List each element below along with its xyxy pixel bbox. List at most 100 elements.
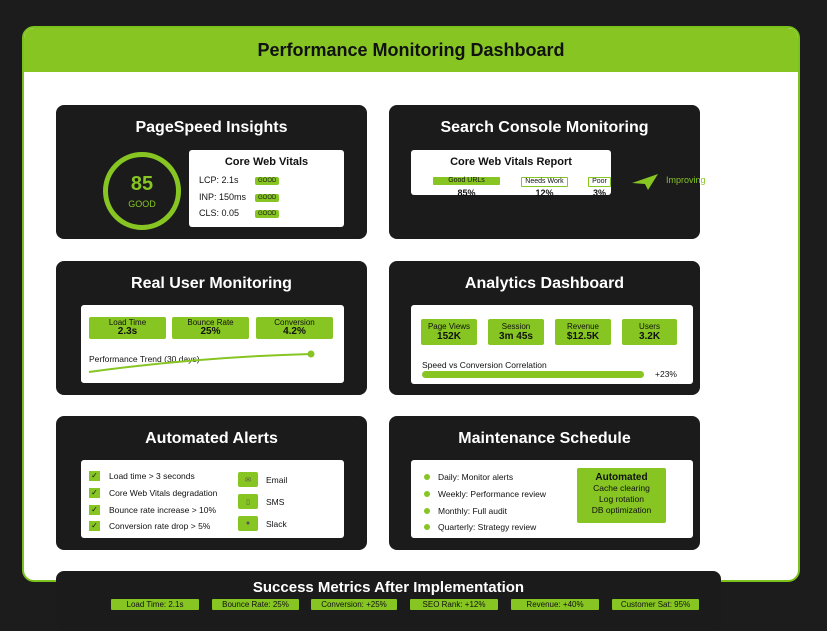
metric-value: 4.2% — [283, 326, 306, 337]
metric-value: $12.5K — [566, 331, 600, 342]
metric-value: 25% — [200, 326, 221, 337]
schedule-item: Daily: Monitor alerts — [424, 472, 513, 482]
schedule-label: Monthly: Full audit — [438, 506, 507, 516]
metric-session: Session 3m 45s — [488, 319, 544, 345]
pagespeed-card[interactable]: PageSpeed Insights 85 GOOD Core Web Vita… — [56, 105, 367, 239]
metric-value: 152K — [437, 331, 461, 342]
metric-label: Revenue — [566, 322, 600, 331]
metric-conversion: Conversion 4.2% — [256, 317, 333, 339]
vital-lcp: LCP: 2.1s GOOD — [199, 175, 280, 185]
metric-label: Load Time — [108, 318, 147, 327]
correlation-value: +23% — [655, 369, 677, 379]
channel-sms[interactable]: ▯ SMS — [238, 494, 284, 509]
status-badge: GOOD — [255, 177, 280, 185]
search-console-title: Search Console Monitoring — [440, 119, 649, 136]
bullet-icon — [424, 474, 430, 480]
phone-icon: ▯ — [238, 494, 258, 509]
score-label: GOOD — [128, 199, 156, 209]
alert-rule[interactable]: ✓ Conversion rate drop > 5% — [89, 521, 210, 531]
alert-rule[interactable]: ✓ Load time > 3 seconds — [89, 471, 195, 481]
metric-label: Bounce Rate — [187, 318, 234, 327]
vital-label: LCP: 2.1s — [199, 175, 239, 185]
success-metric: Bounce Rate: 25% — [212, 599, 299, 610]
alert-rule-label: Conversion rate drop > 5% — [109, 521, 211, 531]
metric-load-time: Load Time 2.3s — [89, 317, 166, 339]
pagespeed-title: PageSpeed Insights — [135, 119, 288, 136]
channel-label: Email — [266, 474, 288, 485]
success-metric: SEO Rank: +12% — [410, 599, 498, 610]
channel-slack[interactable]: ●Slack — [238, 516, 287, 531]
search-console-card[interactable]: Search Console Monitoring Core Web Vital… — [389, 105, 706, 239]
metric-bounce-rate: Bounce Rate 25% — [172, 317, 249, 339]
needs-work-value: 12% — [535, 188, 554, 198]
metric-value: 3m 45s — [499, 331, 533, 342]
success-metric: Conversion: +25% — [311, 599, 397, 610]
email-icon: ✉ — [238, 472, 258, 487]
success-metric: Customer Sat: 95% — [612, 599, 699, 610]
rum-title: Real User Monitoring — [131, 275, 292, 292]
success-metric: Load Time: 2.1s — [111, 599, 199, 610]
bullet-icon — [424, 524, 430, 530]
schedule-item: Weekly: Performance review — [424, 489, 546, 499]
metric-value: 2.3s — [117, 326, 138, 337]
alerts-title: Automated Alerts — [145, 430, 278, 447]
analytics-card[interactable]: Analytics Dashboard Page Views 152K Sess… — [389, 261, 700, 395]
header-banner: Performance Monitoring Dashboard — [24, 28, 798, 72]
automated-title: Automated — [595, 472, 648, 483]
schedule-label: Daily: Monitor alerts — [438, 472, 514, 482]
alert-rule-label: Load time > 3 seconds — [109, 471, 195, 481]
score-value: 85 — [130, 173, 154, 195]
metric-revenue: Revenue $12.5K — [555, 319, 611, 345]
vital-cls: CLS: 0.05 GOOD — [199, 208, 280, 218]
trend-line — [88, 350, 315, 373]
page-title: Performance Monitoring Dashboard — [257, 39, 565, 60]
automated-item: Cache clearing — [593, 483, 650, 493]
good-urls-bar: Good URLs — [433, 177, 500, 185]
metric-page-views: Page Views 152K — [421, 319, 477, 345]
good-urls-value: 85% — [457, 188, 476, 198]
check-icon: ✓ — [89, 521, 100, 531]
score-gauge: 85 GOOD — [103, 152, 181, 230]
channel-email[interactable]: ✉ Email — [238, 472, 287, 487]
schedule-label: Quarterly: Strategy review — [438, 522, 537, 532]
report-title: Core Web Vitals Report — [450, 156, 572, 168]
automated-item: DB optimization — [591, 505, 652, 515]
metric-label: Page Views — [427, 322, 471, 331]
vital-label: CLS: 0.05 — [199, 208, 240, 218]
correlation-bar — [422, 371, 644, 378]
chat-icon: ● — [238, 516, 258, 531]
check-icon: ✓ — [89, 471, 100, 481]
trend-label: Performance Trend (30 days) — [89, 354, 200, 364]
alert-rule-label: Bounce rate increase > 10% — [109, 505, 217, 515]
analytics-title: Analytics Dashboard — [464, 275, 625, 292]
metric-label: Users — [639, 322, 660, 331]
correlation-label: Speed vs Conversion Correlation — [422, 360, 547, 370]
alert-rule-label: Core Web Vitals degradation — [109, 488, 218, 498]
success-title: Success Metrics After Implementation — [252, 579, 525, 596]
rum-card[interactable]: Real User Monitoring Load Time 2.3s Boun… — [56, 261, 367, 395]
alerts-card[interactable]: Automated Alerts ✓ Load time > 3 seconds … — [56, 416, 367, 550]
cwv-report-panel: Core Web Vitals Report Good URLs 85% Nee… — [411, 150, 611, 198]
status-badge: GOOD — [255, 194, 280, 202]
status-badge: GOOD — [255, 210, 280, 218]
metric-label: Session — [501, 322, 531, 331]
alerts-panel: ✓ Load time > 3 seconds ✓ Core Web Vitals … — [81, 460, 344, 538]
analytics-panel: Page Views 152K Session 3m 45s Revenue $… — [411, 305, 693, 384]
automated-item: Log rotation — [599, 494, 644, 504]
schedule-item: Quarterly: Strategy review — [424, 522, 536, 532]
alert-rule[interactable]: ✓Bounce rate increase > 10% — [89, 505, 216, 515]
maintenance-card[interactable]: Maintenance Schedule Daily: Monitor aler… — [389, 416, 700, 550]
metric-value: 3.2K — [638, 331, 661, 342]
schedule-item: Monthly: Full audit — [424, 506, 507, 516]
poor-bar: Poor — [588, 177, 611, 187]
channel-label: SMS — [266, 496, 285, 507]
cwv-title: Core Web Vitals — [224, 156, 309, 168]
bullet-icon — [424, 491, 430, 497]
alert-rule[interactable]: ✓ Core Web Vitals degradation — [89, 488, 217, 498]
trend-label: Improving — [666, 175, 706, 185]
metric-label: Conversion — [274, 318, 315, 327]
rum-panel: Load Time 2.3s Bounce Rate 25% Conversio… — [81, 305, 344, 383]
check-icon: ✓ — [89, 488, 100, 498]
needs-work-bar: Needs Work — [521, 177, 568, 187]
vital-label: INP: 150ms — [199, 192, 247, 202]
